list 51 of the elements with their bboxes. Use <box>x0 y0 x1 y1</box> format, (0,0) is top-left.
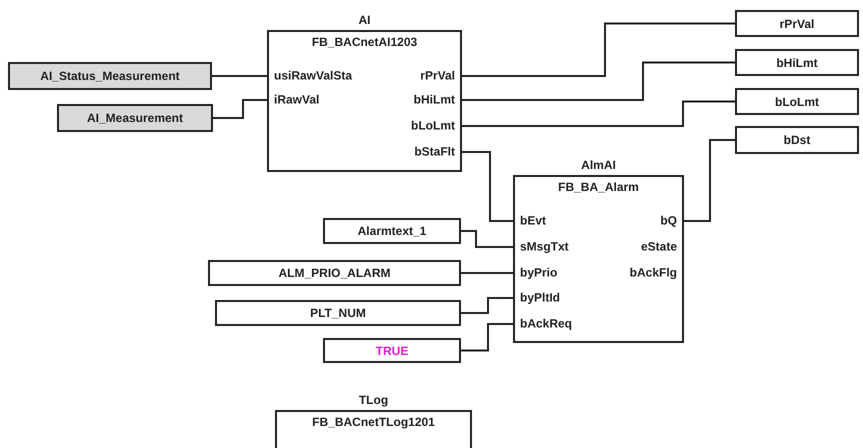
connection-wire <box>461 297 513 314</box>
block-type: FB_BACnetTLog1201 <box>311 415 436 429</box>
output-pin: rPrVal <box>420 68 455 82</box>
variable-name: AI_Measurement <box>86 111 184 125</box>
output-pin: bStaFlt <box>414 144 455 158</box>
variable-box <box>735 49 859 76</box>
variable-box <box>215 300 461 326</box>
input-pin: byPrio <box>520 265 558 280</box>
connection-wire <box>462 22 735 77</box>
instance-name: AlmAI <box>580 158 617 172</box>
block-type: FB_BA_Alarm <box>557 180 640 194</box>
variable-name: Alarmtext_1 <box>358 224 426 238</box>
connection-wire <box>212 75 267 77</box>
instance-name: AI <box>358 13 372 27</box>
variable-box <box>8 62 212 90</box>
input-pin: iRawVal <box>274 92 320 106</box>
variable-box <box>735 126 859 154</box>
variable-box <box>57 104 213 132</box>
output-pin: eState <box>640 239 677 254</box>
variable-name: TRUE <box>376 344 408 358</box>
connection-wire <box>461 272 513 274</box>
variable-name: AI_Status_Measurement <box>40 69 180 83</box>
connection-wire <box>461 323 513 352</box>
connection-wire <box>462 62 735 101</box>
variable-name: PLT_NUM <box>310 306 366 320</box>
input-pin: bEvt <box>520 213 546 228</box>
connection-wire <box>462 151 513 222</box>
variable-name: bDst <box>784 133 810 147</box>
instance-name: TLog <box>358 393 390 407</box>
variable-name: ALM_PRIO_ALARM <box>278 266 390 280</box>
output-pin: bQ <box>660 213 677 228</box>
block-type: FB_BACnetAI1203 <box>310 35 418 49</box>
input-pin: byPltId <box>520 290 560 304</box>
input-pin: sMsgTxt <box>520 239 569 254</box>
input-pin: bAckReq <box>520 316 572 330</box>
connection-wire <box>461 230 513 248</box>
variable-name: bLoLmt <box>775 94 819 108</box>
variable-name: rPrVal <box>780 16 814 30</box>
variable-box <box>735 10 859 37</box>
output-pin: bLoLmt <box>411 118 455 132</box>
output-pin: bAckFlg <box>630 265 677 280</box>
connection-wire <box>684 139 735 222</box>
input-pin: usiRawValSta <box>274 68 352 82</box>
variable-box <box>208 260 461 286</box>
variable-name: bHiLmt <box>776 56 818 70</box>
connection-wire <box>462 100 735 127</box>
variable-box <box>735 88 859 115</box>
variable-box <box>323 218 461 244</box>
output-pin: bHiLmt <box>414 92 455 106</box>
variable-box <box>323 338 461 363</box>
connection-wire <box>213 99 267 119</box>
